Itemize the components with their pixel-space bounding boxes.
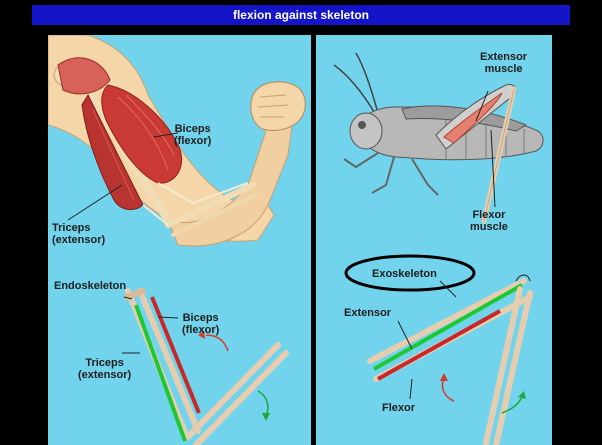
endoskeleton-diagram — [122, 287, 286, 445]
slide-title: flexion against skeleton — [32, 8, 570, 22]
grasshopper-illustration — [334, 53, 543, 221]
left-panel: Biceps (flexor) Triceps (extensor) Endos… — [48, 35, 311, 445]
exo-flexor-label: Flexor — [382, 402, 415, 414]
endoskeleton-label: Endoskeleton — [54, 280, 126, 292]
grasshopper-extensor-label: Extensor muscle — [480, 51, 527, 75]
grasshopper-flexor-label: Flexor muscle — [470, 209, 508, 233]
title-bar: flexion against skeleton — [32, 5, 570, 25]
arm-triceps-label: Triceps (extensor) — [52, 222, 105, 246]
right-panel-art — [316, 35, 552, 445]
exoskeleton-label: Exoskeleton — [372, 268, 437, 280]
exo-extensor-label: Extensor — [344, 307, 391, 319]
exoskeleton-diagram — [346, 256, 530, 445]
arm-biceps-label: Biceps (flexor) — [174, 123, 211, 147]
right-panel: Extensor muscle Flexor muscle Exoskeleto… — [316, 35, 552, 445]
endo-biceps-label: Biceps (flexor) — [182, 312, 219, 336]
endo-triceps-label: Triceps (extensor) — [78, 357, 131, 381]
